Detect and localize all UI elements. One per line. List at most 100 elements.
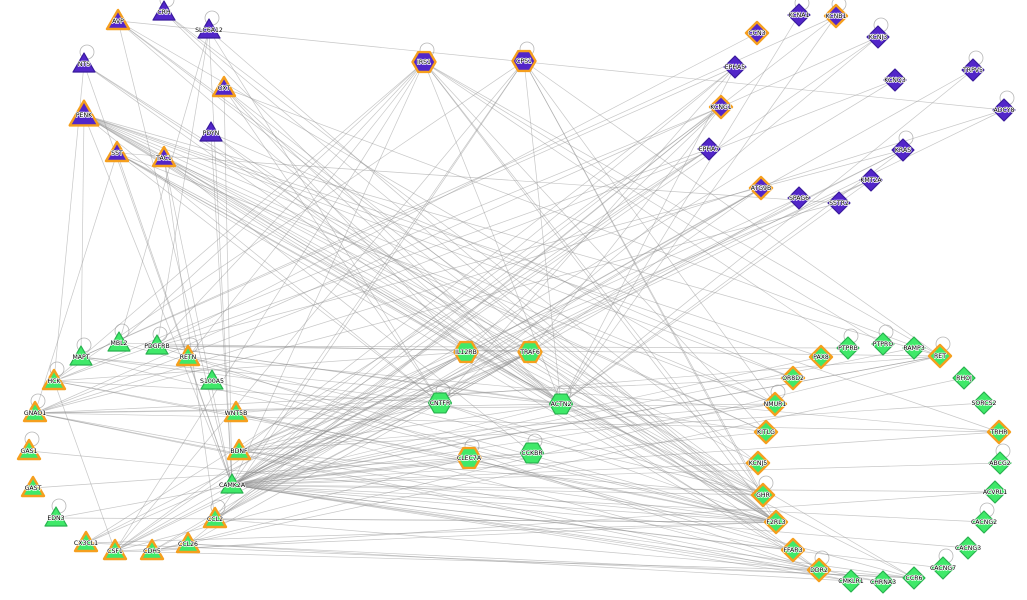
diamond-node-shape[interactable]	[992, 98, 1016, 122]
diamond-node-shape[interactable]	[839, 569, 863, 593]
hexagon-node-shape[interactable]	[517, 340, 543, 364]
node-ATG9B[interactable]	[748, 175, 774, 201]
node-ADCY8[interactable]	[992, 98, 1016, 122]
diamond-node-shape[interactable]	[806, 557, 832, 583]
triangle-node-shape[interactable]	[16, 438, 42, 461]
triangle-node-shape[interactable]	[72, 52, 96, 73]
node-SSTR2[interactable]	[827, 191, 851, 215]
node-RHOJ[interactable]	[952, 366, 976, 390]
node-IRS1[interactable]	[411, 50, 437, 74]
triangle-node-shape[interactable]	[175, 344, 201, 367]
node-CDH5[interactable]	[139, 538, 165, 561]
diamond-node-shape[interactable]	[866, 25, 890, 49]
node-KRAS[interactable]	[891, 138, 915, 162]
node-IL12RB[interactable]	[453, 340, 479, 364]
diamond-node-shape[interactable]	[931, 556, 955, 580]
diamond-node-shape[interactable]	[883, 68, 907, 92]
diamond-node-shape[interactable]	[780, 537, 806, 563]
node-KCNQ3[interactable]	[883, 68, 907, 92]
node-CCKBR[interactable]	[519, 442, 545, 464]
node-DDR2[interactable]	[806, 557, 832, 583]
node-PDGFRB[interactable]	[145, 334, 169, 355]
node-RAMP3[interactable]	[902, 336, 926, 360]
triangle-node-shape[interactable]	[20, 475, 46, 498]
node-FFAR3[interactable]	[780, 537, 806, 563]
node-CACNG3[interactable]	[956, 536, 980, 560]
node-CACNG2[interactable]	[972, 510, 996, 534]
diamond-node-shape[interactable]	[902, 336, 926, 360]
diamond-node-shape[interactable]	[787, 186, 811, 210]
diamond-node-shape[interactable]	[956, 536, 980, 560]
diamond-node-shape[interactable]	[902, 566, 926, 590]
node-NTS[interactable]	[72, 52, 96, 73]
triangle-node-shape[interactable]	[175, 531, 201, 554]
node-NMUR1[interactable]	[762, 391, 788, 417]
diamond-node-shape[interactable]	[697, 137, 721, 161]
triangle-node-shape[interactable]	[102, 538, 128, 561]
diamond-node-shape[interactable]	[927, 343, 953, 369]
node-SST[interactable]	[104, 140, 130, 163]
node-OR8D2[interactable]	[780, 365, 806, 391]
diamond-node-shape[interactable]	[972, 510, 996, 534]
hexagon-node-shape[interactable]	[511, 49, 537, 73]
triangle-node-shape[interactable]	[226, 438, 252, 461]
triangle-node-shape[interactable]	[151, 145, 177, 168]
triangle-node-shape[interactable]	[200, 369, 224, 390]
diamond-node-shape[interactable]	[708, 94, 734, 120]
diamond-node-shape[interactable]	[891, 138, 915, 162]
node-AVP[interactable]	[105, 8, 131, 31]
node-EDN3[interactable]	[44, 506, 68, 527]
triangle-node-shape[interactable]	[223, 400, 249, 423]
node-CLEC7A[interactable]	[456, 446, 482, 470]
node-KCNB1[interactable]	[823, 3, 849, 29]
triangle-node-shape[interactable]	[211, 75, 237, 98]
diamond-node-shape[interactable]	[952, 366, 976, 390]
node-CX3CL1[interactable]	[73, 530, 99, 553]
triangle-node-shape[interactable]	[69, 345, 93, 366]
diamond-node-shape[interactable]	[961, 58, 985, 82]
triangle-node-shape[interactable]	[152, 0, 176, 21]
diamond-node-shape[interactable]	[763, 509, 789, 535]
triangle-node-shape[interactable]	[220, 473, 244, 494]
node-KCNA1[interactable]	[787, 3, 811, 27]
diamond-node-shape[interactable]	[750, 482, 776, 508]
node-CCL26[interactable]	[175, 531, 201, 554]
node-EPHA5[interactable]	[723, 55, 747, 79]
diamond-node-shape[interactable]	[787, 3, 811, 27]
node-ABCG2[interactable]	[988, 451, 1012, 475]
node-GAS1[interactable]	[16, 438, 42, 461]
diamond-node-shape[interactable]	[827, 191, 851, 215]
node-SPAG6[interactable]	[787, 186, 811, 210]
diamond-node-shape[interactable]	[836, 336, 860, 360]
diamond-node-shape[interactable]	[986, 419, 1012, 445]
node-KCNJ5[interactable]	[745, 450, 771, 476]
node-MBL2[interactable]	[107, 331, 131, 352]
node-SORCS2[interactable]	[972, 391, 996, 415]
triangle-node-shape[interactable]	[145, 334, 169, 355]
node-CSF1[interactable]	[102, 538, 128, 561]
diamond-node-shape[interactable]	[748, 175, 774, 201]
node-CCN3[interactable]	[744, 20, 770, 46]
node-HCK[interactable]	[41, 368, 67, 391]
node-CNTFR[interactable]	[427, 392, 453, 414]
node-SLC6A12[interactable]	[197, 18, 221, 39]
node-CCL2[interactable]	[202, 506, 228, 529]
triangle-node-shape[interactable]	[73, 530, 99, 553]
node-KCNG1[interactable]	[708, 94, 734, 120]
triangle-node-shape[interactable]	[107, 331, 131, 352]
triangle-node-shape[interactable]	[68, 99, 100, 127]
hexagon-node-shape[interactable]	[548, 393, 574, 415]
hexagon-node-shape[interactable]	[456, 446, 482, 470]
node-ACVRL1[interactable]	[983, 480, 1007, 504]
node-PTPRO[interactable]	[871, 332, 895, 356]
diamond-node-shape[interactable]	[753, 419, 779, 445]
node-GAST[interactable]	[20, 475, 46, 498]
hexagon-node-shape[interactable]	[453, 340, 479, 364]
diamond-node-shape[interactable]	[823, 3, 849, 29]
node-CMKLR1[interactable]	[839, 569, 863, 593]
node-F2RL3[interactable]	[763, 509, 789, 535]
node-TRAF6[interactable]	[517, 340, 543, 364]
node-GHR[interactable]	[750, 482, 776, 508]
diamond-node-shape[interactable]	[780, 365, 806, 391]
